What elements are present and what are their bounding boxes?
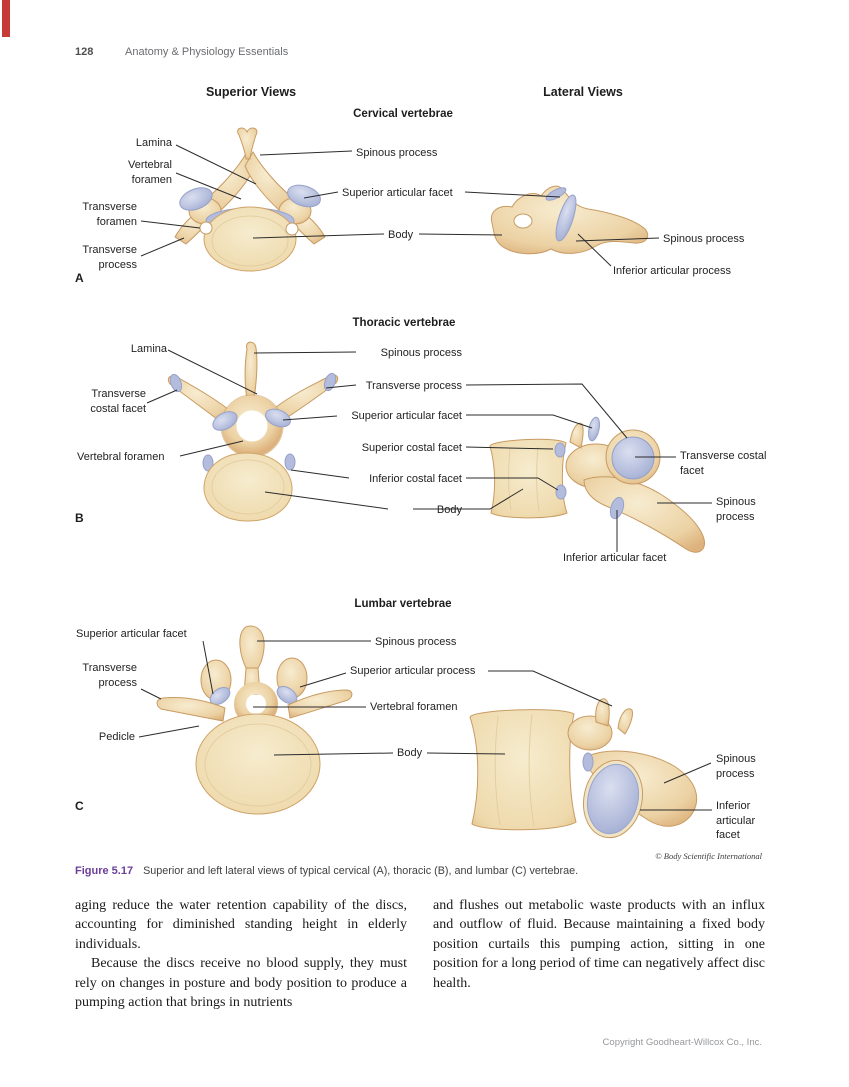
thoracic-section-title: Thoracic vertebrae <box>352 317 456 329</box>
lumbar-lateral-illustration <box>469 698 697 839</box>
label-body: Body <box>388 229 414 241</box>
label-inferior-articular-process: Inferior articular process <box>613 265 731 277</box>
label-superior-articular-facet: Superior articular facet <box>76 628 187 640</box>
label-superior-articular-process: Superior articular process <box>350 665 476 677</box>
illustration-credit: © Body Scientific International <box>655 851 762 861</box>
label-transverse-process: Transverse process <box>82 662 137 689</box>
page-number: 128 <box>75 46 94 58</box>
label-transverse-process: Transverse process <box>82 244 137 271</box>
label-lateral-transverse-costal-facet: Transverse costal facet <box>680 450 767 477</box>
label-transverse-costal-facet: Transverse costal facet <box>90 388 146 415</box>
label-superior-costal-facet: Superior costal facet <box>361 442 462 454</box>
section-letter-b: B <box>75 511 84 525</box>
cervical-superior-illustration <box>174 127 326 272</box>
chapter-color-tab <box>2 0 10 37</box>
paragraph: and flushes out metabolic waste products… <box>433 898 765 991</box>
figure-caption-text: Superior and left lateral views of typic… <box>143 865 579 877</box>
figure-caption-label: Figure 5.17 <box>75 865 134 877</box>
label-body: Body <box>397 747 423 759</box>
label-superior-articular-facet: Superior articular facet <box>342 187 453 199</box>
label-transverse-process: Transverse process <box>365 380 462 392</box>
section-letter-a: A <box>75 271 84 285</box>
paragraph: Because the discs receive no blood suppl… <box>75 956 407 1011</box>
paragraph: aging reduce the water retention capabil… <box>75 898 407 952</box>
label-inferior-costal-facet: Inferior costal facet <box>369 473 462 485</box>
label-lateral-spinous-process: Spinous process <box>716 753 756 780</box>
label-spinous-process: Spinous process <box>356 147 438 159</box>
superior-views-header: Superior Views <box>205 85 297 99</box>
label-lateral-spinous-process: Spinous process <box>663 233 745 245</box>
figure-caption: Figure 5.17 Superior and left lateral vie… <box>75 865 765 877</box>
cervical-section-title: Cervical vertebrae <box>353 108 453 120</box>
label-vertebral-foramen: Vertebral foramen <box>127 159 172 186</box>
label-body: Body <box>436 504 462 516</box>
label-lateral-spinous-process: Spinous process <box>716 496 756 523</box>
label-transverse-foramen: Transverse foramen <box>82 201 137 228</box>
label-lamina: Lamina <box>135 137 172 149</box>
label-inferior-articular-facet: Inferior articular facet <box>563 552 667 564</box>
lumbar-superior-illustration <box>156 625 353 815</box>
label-vertebral-foramen: Vertebral foramen <box>370 701 458 713</box>
lateral-views-header: Lateral Views <box>543 85 623 99</box>
label-lamina: Lamina <box>130 343 167 355</box>
label-superior-articular-facet: Superior articular facet <box>351 410 462 422</box>
label-lateral-inferior-articular-facet: Inferior articular facet <box>716 800 756 842</box>
cervical-lateral-illustration <box>490 185 649 255</box>
copyright-footer: Copyright Goodheart-Willcox Co., Inc. <box>602 1037 762 1048</box>
body-text-right-column: and flushes out metabolic waste products… <box>433 896 765 993</box>
running-head: Anatomy & Physiology Essentials <box>125 46 289 58</box>
body-text-left-column: aging reduce the water retention capabil… <box>75 896 407 1012</box>
section-letter-c: C <box>75 799 84 813</box>
lumbar-section-title: Lumbar vertebrae <box>354 598 452 610</box>
label-pedicle: Pedicle <box>98 731 135 743</box>
thoracic-superior-illustration <box>167 341 339 522</box>
label-spinous-process: Spinous process <box>375 636 457 648</box>
thoracic-lateral-illustration <box>489 416 706 553</box>
label-vertebral-foramen: Vertebral foramen <box>77 451 165 463</box>
label-spinous-process: Spinous process <box>380 347 462 359</box>
figure-illustrations <box>138 127 712 839</box>
